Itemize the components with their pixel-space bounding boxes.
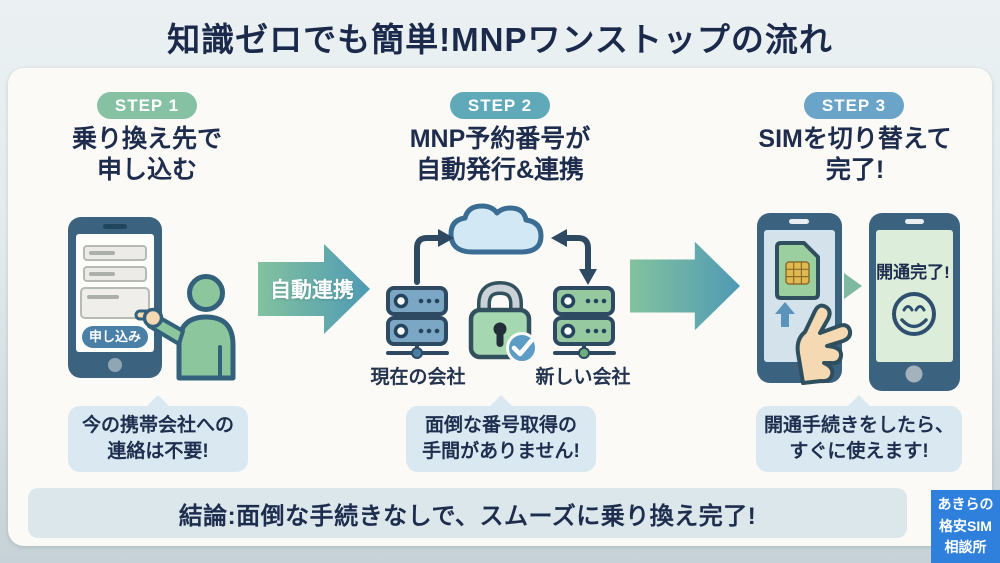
flow-arrow-label: 自動連携 <box>270 279 354 302</box>
activation-complete-text: 開通完了! <box>876 263 950 282</box>
step1-heading-line1: 乗り換え先で <box>71 125 222 153</box>
step2-note-line1: 面倒な番号取得の <box>424 415 577 436</box>
smiley-icon <box>892 292 936 336</box>
brand-line2: 格安SIM <box>939 517 992 534</box>
new-carrier-server-icon <box>553 286 616 359</box>
step3-illustration <box>757 213 960 391</box>
insert-arrow-icon <box>775 302 795 327</box>
step1-note-line2: 連絡は不要! <box>107 440 209 462</box>
step3-badge: STEP 3 <box>804 92 904 119</box>
person-icon <box>134 274 236 381</box>
step1-note-bubble: 今の携帯会社への 連絡は不要! <box>68 394 248 473</box>
completed-phone-icon <box>869 213 960 391</box>
brand-line3: 相談所 <box>944 539 987 556</box>
security-lock-icon <box>468 280 538 364</box>
step2-illustration <box>386 203 616 364</box>
upload-arrow-icon <box>414 229 454 285</box>
step1-heading: 乗り換え先で 申し込む <box>22 124 272 187</box>
sim-phone-icon <box>757 213 853 385</box>
step2-heading: MNP予約番号が 自動発行&連携 <box>375 124 625 187</box>
new-carrier-label: 新しい会社 <box>535 367 631 388</box>
step2-heading-line2: 自動発行&連携 <box>415 156 585 185</box>
sync-arrow-icon <box>551 229 597 285</box>
step1-illustration <box>68 217 236 381</box>
current-carrier-label: 現在の会社 <box>370 367 466 388</box>
holding-hand-icon <box>795 303 853 385</box>
step2-heading-line1: MNP予約番号が <box>409 125 591 153</box>
step2-badge: STEP 2 <box>450 92 550 119</box>
pointing-hand-icon <box>134 307 164 329</box>
step1-heading-line2: 申し込む <box>96 156 197 185</box>
flow-arrow-2-icon <box>629 241 741 331</box>
conclusion-text: 結論:面倒な手続きなしで、スムーズに乗り換え完了! <box>178 502 757 530</box>
flow-arrow-1-icon <box>258 244 370 334</box>
step3-heading-line1: SIMを切り替えて <box>758 125 952 153</box>
sim-card-icon <box>775 241 820 300</box>
step2-note-line2: 手間がありません! <box>422 440 580 462</box>
step3-heading-line2: 完了! <box>825 156 885 185</box>
step3-note-line1: 開通手続きをしたら、 <box>763 415 954 436</box>
step1-badge: STEP 1 <box>97 92 197 119</box>
cloud-icon <box>448 203 544 255</box>
step1-note-line1: 今の携帯会社への <box>81 415 234 436</box>
smartphone-form-icon <box>68 217 162 378</box>
step3-note-line2: すぐに使えます! <box>789 440 929 462</box>
brand-badge: あきらの 格安SIM 相談所 <box>931 490 1000 563</box>
page-title: 知識ゼロでも簡単!MNPワンストップの流れ <box>167 21 833 58</box>
step2-note-bubble: 面倒な番号取得の 手間がありません! <box>406 394 596 473</box>
current-carrier-server-icon <box>386 286 449 359</box>
step3-note-bubble: 開通手続きをしたら、 すぐに使えます! <box>756 394 962 473</box>
brand-line1: あきらの <box>937 495 994 512</box>
apply-button-illustration: 申し込み <box>82 326 148 348</box>
check-badge-icon <box>506 332 538 364</box>
small-arrow-icon <box>844 273 862 299</box>
conclusion-bar: 結論:面倒な手続きなしで、スムーズに乗り換え完了! <box>28 488 907 538</box>
step3-heading: SIMを切り替えて 完了! <box>730 124 980 187</box>
